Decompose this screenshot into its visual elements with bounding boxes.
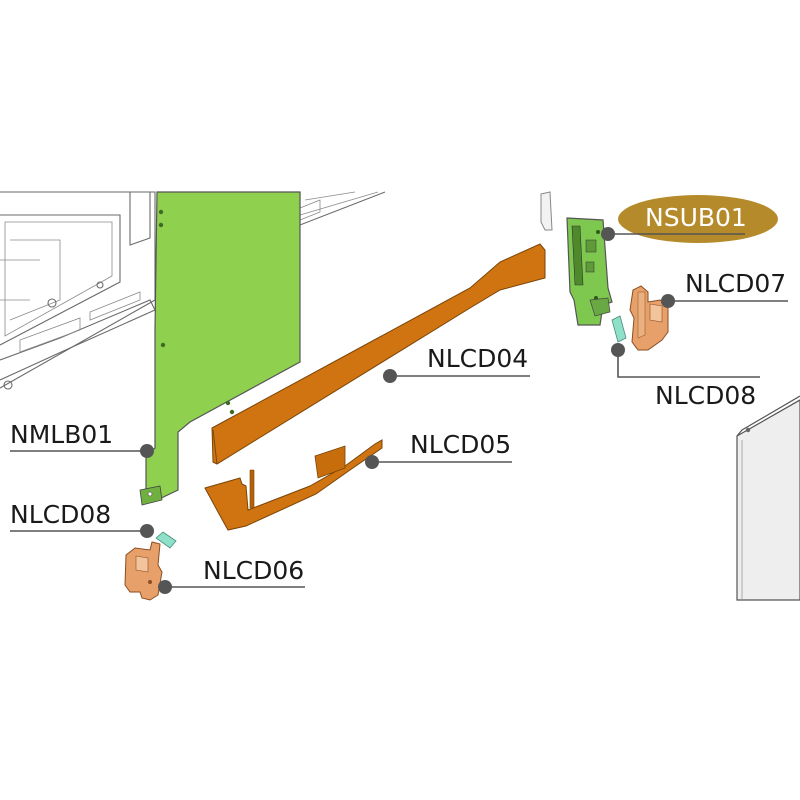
label-nlcd06: NLCD06	[203, 556, 304, 585]
leader-lines	[10, 227, 788, 594]
rear-cover-panel	[736, 395, 800, 601]
cable-nlcd05	[204, 439, 383, 531]
part-labels: NSUB01 NLCD07 NLCD08 NLCD04 NMLB01 NLCD0…	[10, 203, 786, 585]
label-nmlb01: NMLB01	[10, 420, 113, 449]
bracket-nlcd06	[124, 541, 163, 601]
sub-board-nsub01	[540, 191, 613, 326]
main-board-nmlb01	[139, 191, 301, 506]
flat-cable-nlcd04	[211, 243, 546, 465]
clip-nlcd08-right	[611, 315, 627, 343]
label-nlcd08-left: NLCD08	[10, 500, 111, 529]
label-nlcd08-right: NLCD08	[655, 381, 756, 410]
clip-nlcd08-left	[155, 531, 177, 549]
bracket-nlcd07	[629, 285, 669, 351]
label-nsub01: NSUB01	[645, 203, 747, 232]
highlight-oval	[618, 195, 778, 243]
tv-rear-chassis	[0, 191, 386, 390]
label-nlcd07: NLCD07	[685, 269, 786, 298]
label-nlcd04: NLCD04	[427, 344, 528, 373]
label-nlcd05: NLCD05	[410, 430, 511, 459]
